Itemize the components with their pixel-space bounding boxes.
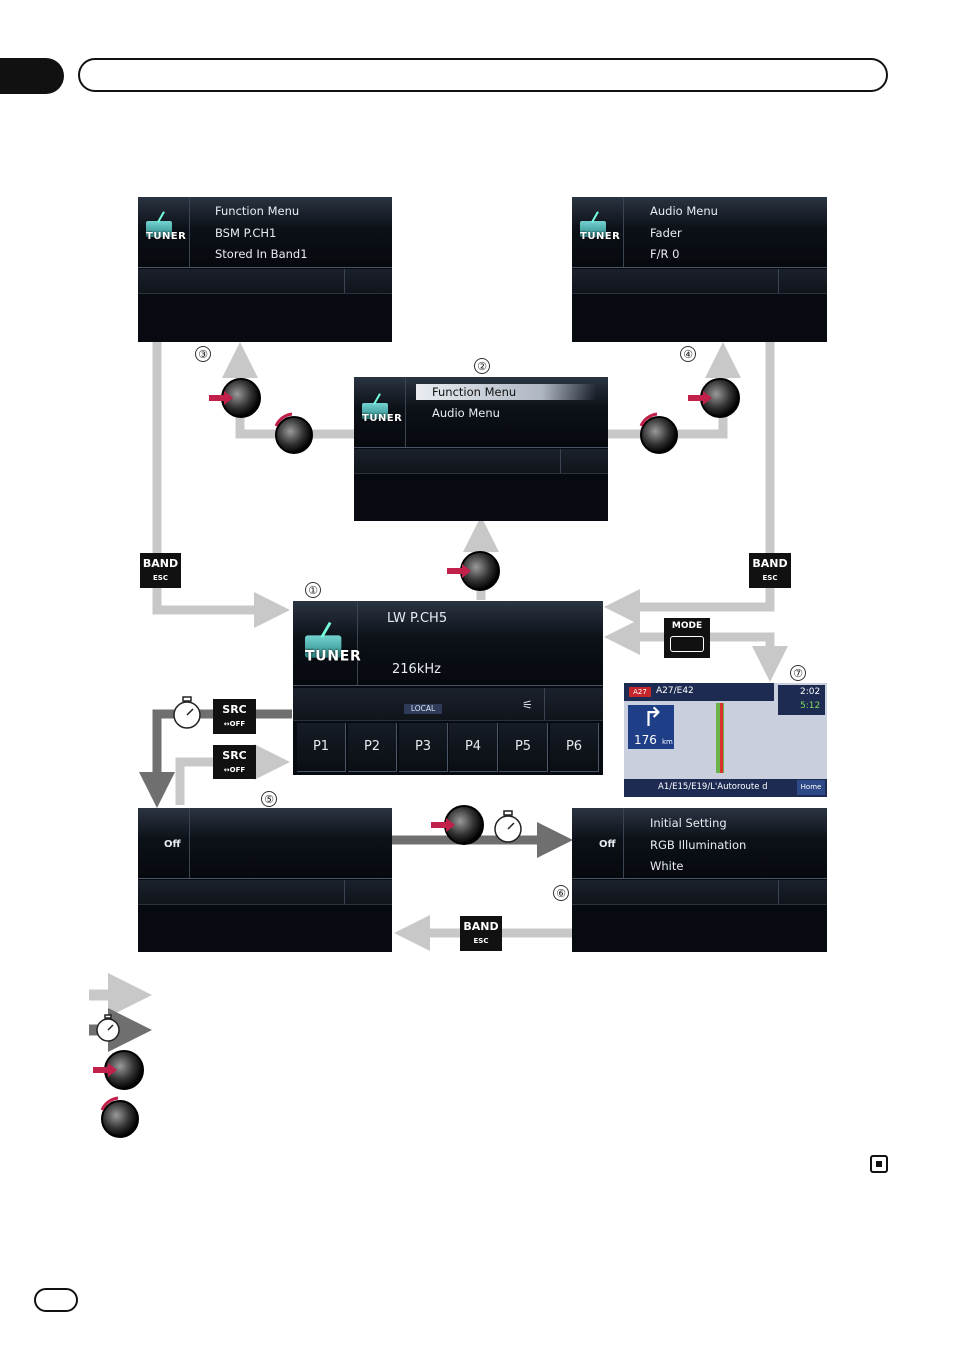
step-number: ⑦ xyxy=(790,665,806,681)
clock: 2:02 xyxy=(800,687,821,697)
arrow-band-to-main xyxy=(152,588,290,628)
menu-line: Audio Menu xyxy=(650,204,718,218)
push-knob-icon xyxy=(447,551,500,591)
initial-setting-screen: Off Initial Setting RGB Illumination Whi… xyxy=(572,808,827,952)
turn-panel xyxy=(628,705,674,749)
legend-rotate-knob-icon xyxy=(100,1096,139,1138)
home-button[interactable]: Home xyxy=(797,780,825,795)
menu-line: F/R 0 xyxy=(650,247,680,261)
push-knob-icon xyxy=(431,805,484,845)
menu-line: Function Menu xyxy=(215,204,300,218)
legend-timer-icon xyxy=(96,1014,120,1042)
legend-push-knob-icon xyxy=(93,1050,144,1090)
preset-button[interactable]: P1 xyxy=(297,723,346,772)
audio-menu-screen: TUNER Audio Menu Fader F/R 0 xyxy=(572,197,827,342)
distance-unit: km xyxy=(662,738,673,746)
timer-icon xyxy=(494,810,522,843)
rotate-knob-icon xyxy=(639,412,678,454)
mode-button[interactable]: MODE xyxy=(664,618,710,658)
street-name: A1/E15/E19/L'Autoroute d xyxy=(658,782,768,792)
preset-button[interactable]: P6 xyxy=(550,723,599,772)
turn-distance: 176 xyxy=(634,733,657,747)
menu-line: RGB Illumination xyxy=(650,838,747,852)
nav-bottom-bar xyxy=(624,779,827,797)
menu-item-function[interactable]: Function Menu xyxy=(432,385,517,399)
section-title-bar xyxy=(78,58,888,92)
main-menu-screen: TUNER Function Menu Audio Menu xyxy=(354,377,608,521)
eta: 5:12 xyxy=(800,701,821,711)
page-language-badge xyxy=(34,1288,78,1312)
step-number: ④ xyxy=(680,346,696,362)
route-line xyxy=(720,703,723,773)
navigation-screen: A27 A27/E42 2:02 5:12 ↱ 176 km A1/E15/E1… xyxy=(624,683,827,797)
step-number: ② xyxy=(474,358,490,374)
section-tab xyxy=(0,58,64,94)
preset-button[interactable]: P4 xyxy=(449,723,498,772)
menu-line: Stored In Band1 xyxy=(215,247,308,261)
src-button[interactable]: SRC↔OFF xyxy=(213,699,256,734)
preset-button[interactable]: P3 xyxy=(399,723,448,772)
step-number: ⑤ xyxy=(261,791,277,807)
step-number: ③ xyxy=(195,346,211,362)
arrow-mode-to-nav xyxy=(710,632,788,682)
menu-line: Fader xyxy=(650,226,682,240)
off-screen: Off xyxy=(138,808,392,952)
off-label: Off xyxy=(599,839,616,850)
rotate-knob-icon xyxy=(274,412,313,454)
nav-road-bar xyxy=(624,683,774,701)
road-name: A27/E42 xyxy=(656,686,694,696)
off-label: Off xyxy=(164,839,181,850)
function-menu-screen: TUNER Function Menu BSM P.CH1 Stored In … xyxy=(138,197,392,342)
turn-arrow-icon: ↱ xyxy=(642,703,664,733)
frequency-label: 216kHz xyxy=(392,662,441,677)
step-number: ① xyxy=(305,582,321,598)
menu-highlight xyxy=(416,384,596,400)
preset-button[interactable]: P2 xyxy=(348,723,397,772)
src-button[interactable]: SRC↔OFF xyxy=(213,745,256,779)
channel-label: LW P.CH5 xyxy=(387,611,448,626)
preset-button[interactable]: P5 xyxy=(499,723,548,772)
menu-item-audio[interactable]: Audio Menu xyxy=(432,406,500,420)
menu-line: BSM P.CH1 xyxy=(215,226,277,240)
menu-line: Initial Setting xyxy=(650,816,727,830)
menu-line: White xyxy=(650,859,684,873)
road-badge: A27 xyxy=(629,687,651,697)
push-knob-icon xyxy=(688,378,740,418)
timer-icon xyxy=(173,696,201,729)
signal-icon: ⚟ xyxy=(522,698,533,712)
step-number: ⑥ xyxy=(553,885,569,901)
local-badge: LOCAL xyxy=(404,704,442,714)
push-knob-icon xyxy=(209,378,261,418)
end-of-section-icon xyxy=(870,1155,888,1173)
arrow-band-to-main-right xyxy=(604,588,775,625)
time-panel xyxy=(778,685,825,715)
